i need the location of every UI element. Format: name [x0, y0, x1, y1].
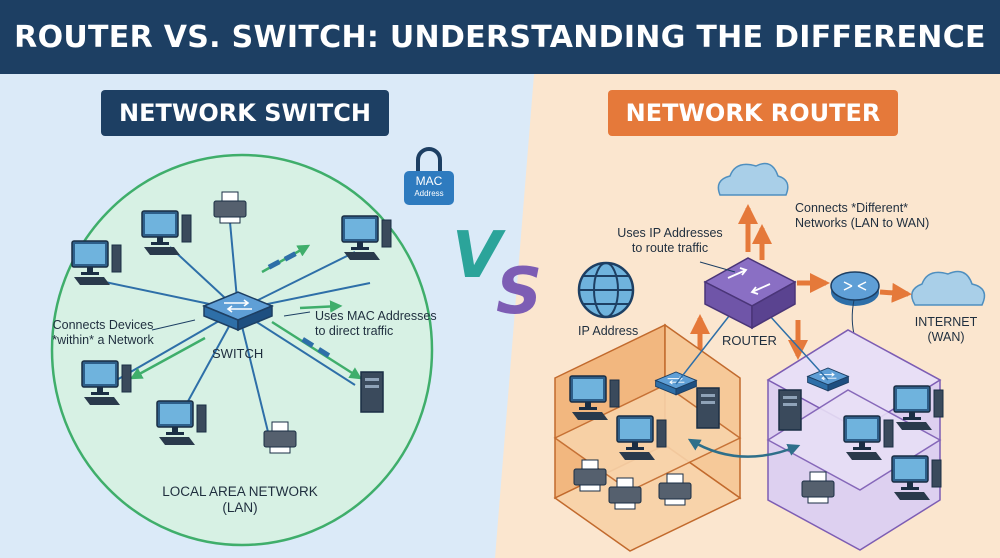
router-traffic-arrows — [690, 204, 912, 360]
inter-network-link — [687, 438, 801, 458]
mac-address-badge: MAC Address — [404, 171, 454, 205]
router-label: ROUTER — [722, 333, 777, 348]
server-icon — [360, 371, 384, 413]
lan-label-line2: (LAN) — [222, 500, 258, 515]
different-networks-note: Connects *Different* Networks (LAN to WA… — [795, 201, 929, 231]
ip-note-line2: to route traffic — [631, 241, 709, 255]
cloud-icon — [717, 162, 789, 196]
ip-address-label: IP Address — [578, 324, 639, 338]
server-icon — [696, 387, 720, 429]
mac-note-line2: to direct traffic — [315, 324, 394, 338]
globe-icon — [577, 261, 635, 319]
within-note: Connects Devices *within* a Network — [48, 318, 158, 348]
internet-label: INTERNET (WAN) — [906, 315, 986, 345]
internet-label-line1: INTERNET — [914, 315, 978, 329]
lan-label: LOCAL AREA NETWORK (LAN) — [150, 484, 330, 516]
internet-label-line2: (WAN) — [927, 330, 965, 344]
within-note-line1: Connects Devices — [52, 318, 154, 332]
mac-badge-line2: Address — [414, 189, 444, 198]
lock-icon — [416, 147, 442, 171]
page-title: ROUTER VS. SWITCH: UNDERSTANDING THE DIF… — [14, 19, 986, 55]
title-banner: ROUTER VS. SWITCH: UNDERSTANDING THE DIF… — [0, 0, 1000, 74]
switch-heading: NETWORK SWITCH — [101, 90, 389, 136]
mac-note-line1: Uses MAC Addresses — [315, 309, 437, 323]
vs-letter-s: S — [496, 255, 543, 329]
mac-note: Uses MAC Addresses to direct traffic — [315, 309, 437, 339]
vs-letter-v: V — [452, 219, 502, 293]
lan-circle — [50, 153, 434, 547]
ip-note: Uses IP Addresses to route traffic — [612, 226, 728, 256]
router-heading: NETWORK ROUTER — [608, 90, 898, 136]
wan-router-icon — [830, 271, 880, 306]
switch-label: SWITCH — [212, 346, 264, 361]
internet-cloud-icon — [911, 270, 986, 306]
mac-badge-line1: MAC — [415, 174, 443, 188]
data-packets — [267, 251, 331, 358]
server-icon — [778, 389, 802, 431]
lan-label-line1: LOCAL AREA NETWORK — [162, 484, 318, 499]
within-note-line2: *within* a Network — [52, 333, 154, 347]
ip-note-line1: Uses IP Addresses — [617, 226, 723, 240]
different-note-line1: Connects *Different* — [795, 201, 909, 215]
different-note-line2: Networks (LAN to WAN) — [795, 216, 930, 230]
